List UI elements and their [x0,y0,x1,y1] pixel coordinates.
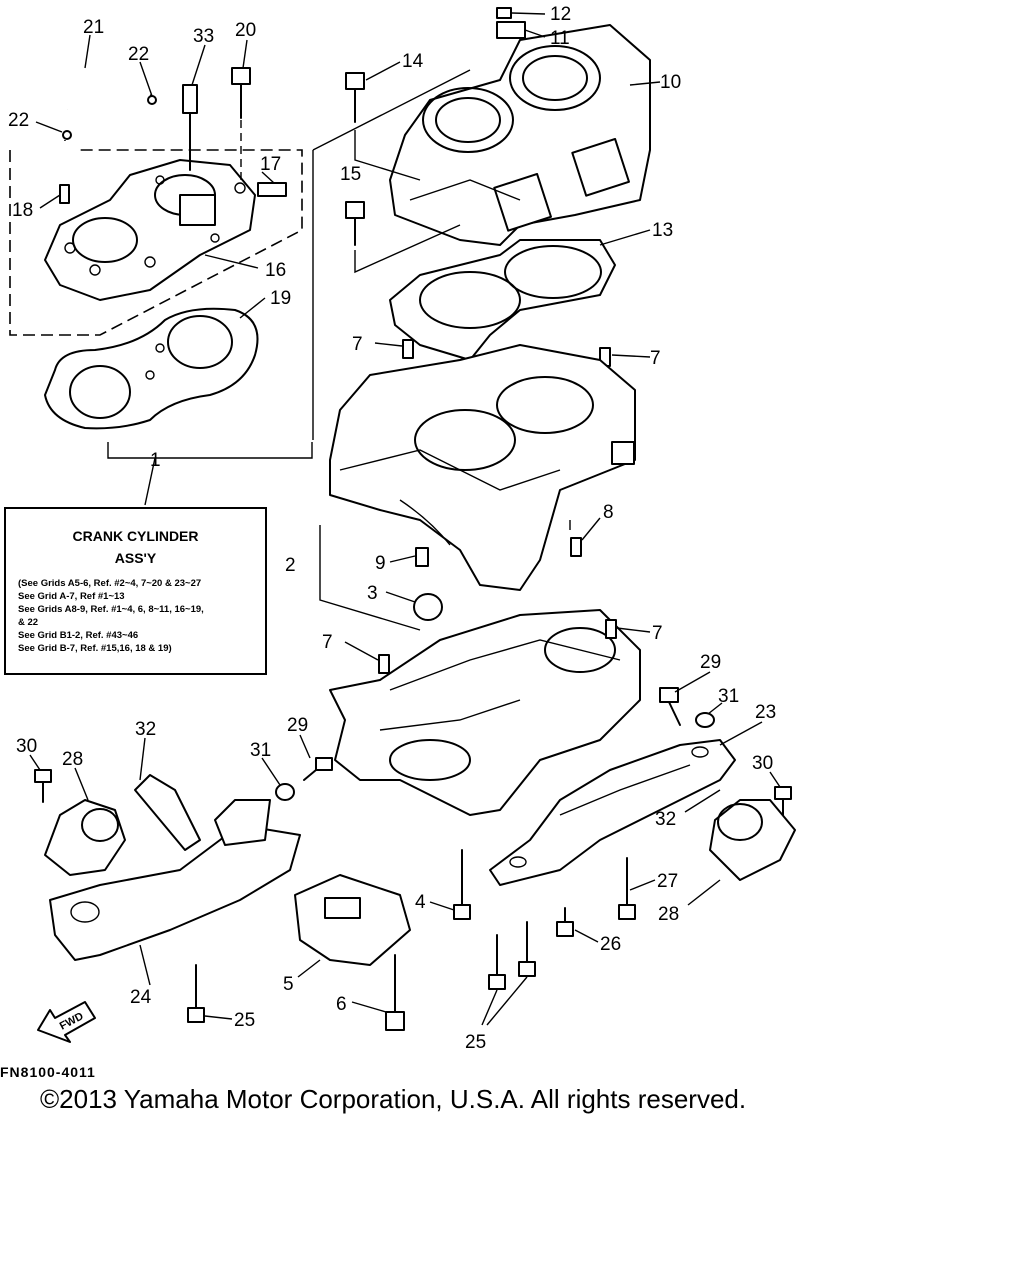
callout-7: 7 [650,348,661,369]
callout-25: 25 [465,1032,486,1053]
callout-26: 26 [600,934,621,955]
reference-lines: (See Grids A5-6, Ref. #2~4, 7~20 & 23~27… [18,577,265,655]
callout-33: 33 [193,26,214,47]
callout-9: 9 [375,553,386,574]
callout-7: 7 [322,632,333,653]
callout-7: 7 [352,334,363,355]
callout-1: 1 [150,450,161,471]
reference-title: CRANK CYLINDER ASS'Y [6,525,265,569]
callout-14: 14 [402,51,424,72]
callout-4: 4 [415,892,426,913]
callout-28: 28 [658,904,679,925]
reference-line: See Grid A-7, Ref #1~13 [18,591,125,602]
lower-crankcase [329,609,641,816]
callout-8: 8 [603,502,614,523]
reference-line: See Grid B1-2, Ref. #43~46 [18,630,139,641]
callout-18: 18 [12,200,33,221]
engine-mount-block [294,874,411,966]
upper-crankcase [329,344,636,591]
reference-line: & 22 [18,617,39,628]
callout-10: 10 [660,72,681,93]
callout-32: 32 [655,809,676,830]
callout-32: 32 [135,719,156,740]
reference-line: See Grid B-7, Ref. #15,16, 18 & 19) [18,643,172,654]
callout-5: 5 [283,974,294,995]
callout-28: 28 [62,749,83,770]
cylinder-block [389,24,651,246]
callout-24: 24 [130,987,152,1008]
callout-2: 2 [285,555,296,576]
drawing-code: FN8100-4011 [0,1064,96,1080]
callout-29: 29 [700,652,721,673]
callout-31: 31 [718,686,739,707]
callout-16: 16 [265,260,286,281]
callout-21: 21 [83,17,104,38]
callout-22: 22 [128,44,149,65]
callout-17: 17 [260,154,281,175]
callout-29: 29 [287,715,308,736]
right-engine-mount [489,739,736,886]
copyright-notice: ©2013 Yamaha Motor Corporation, U.S.A. A… [40,1084,747,1114]
callouts: 21 22 22 33 20 17 18 16 19 1 12 11 10 14… [8,4,776,1053]
callout-25: 25 [234,1010,255,1031]
callout-15: 15 [340,164,361,185]
left-engine-mount [49,799,301,961]
callout-6: 6 [336,994,347,1015]
callout-13: 13 [652,220,673,241]
fwd-arrow: FWD [37,1001,96,1043]
callout-22: 22 [8,110,29,131]
mounting-bolts [187,849,636,1031]
callout-3: 3 [367,583,378,604]
callout-31: 31 [250,740,271,761]
callout-30: 30 [752,753,773,774]
left-damper [44,799,126,876]
callout-7: 7 [652,623,663,644]
reference-box: CRANK CYLINDER ASS'Y (See Grids A5-6, Re… [4,507,267,675]
right-damper [709,799,796,881]
callout-23: 23 [755,702,776,723]
reference-title-line1: CRANK CYLINDER [72,528,199,544]
callout-30: 30 [16,736,37,757]
reference-title-line2: ASS'Y [114,550,157,566]
base-gasket [389,239,616,361]
callout-20: 20 [235,20,256,41]
callout-27: 27 [657,871,678,892]
reference-line: See Grids A8-9, Ref. #1~4, 6, 8~11, 16~1… [18,604,204,615]
head-gasket [44,307,259,430]
reference-line: (See Grids A5-6, Ref. #2~4, 7~20 & 23~27 [18,578,202,589]
callout-12: 12 [550,4,571,25]
leader-lines [29,12,781,1026]
callout-11: 11 [550,28,570,49]
callout-19: 19 [270,288,291,309]
cylinder-head-cover-group [9,66,303,336]
